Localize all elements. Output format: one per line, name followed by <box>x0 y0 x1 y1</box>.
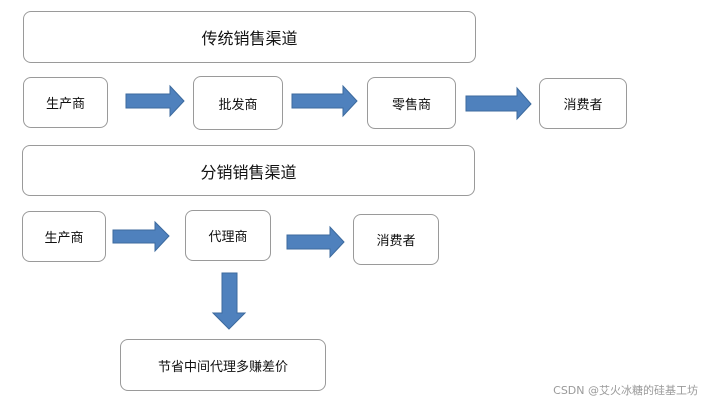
traditional-node-wholesaler: 批发商 <box>193 76 283 130</box>
traditional-channel-header: 传统销售渠道 <box>23 11 476 63</box>
distribution-node-producer: 生产商 <box>22 211 106 262</box>
traditional-node-consumer: 消费者 <box>539 78 627 129</box>
distribution-node-agent: 代理商 <box>185 210 271 261</box>
distribution-channel-header: 分销销售渠道 <box>22 145 475 196</box>
distribution-node-consumer: 消费者 <box>353 214 439 265</box>
watermark: CSDN @艾火冰糖的硅基工坊 <box>553 384 698 397</box>
arrow-agent-to-consumer <box>286 225 345 259</box>
arrow-agent-to-savings <box>211 272 247 330</box>
traditional-node-retailer: 零售商 <box>367 77 456 129</box>
traditional-node-producer: 生产商 <box>23 77 108 128</box>
arrow-producer-to-wholesaler <box>125 84 185 118</box>
arrow-wholesaler-to-retailer <box>291 84 358 118</box>
savings-note: 节省中间代理多赚差价 <box>120 339 326 391</box>
arrow-retailer-to-consumer <box>465 86 532 121</box>
arrow-producer-to-agent <box>112 220 170 253</box>
